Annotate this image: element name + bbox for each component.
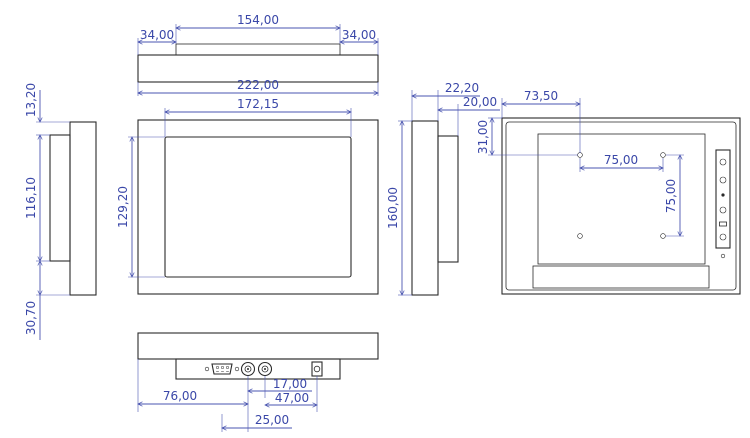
front-bezel — [137, 119, 379, 295]
left-side-back — [49, 134, 71, 262]
dim-vesa-x: 75,00 — [604, 153, 638, 167]
bnc-connector-1 — [240, 361, 256, 377]
rear-mount-plate — [537, 133, 706, 265]
dim-top-right: 34,00 — [342, 28, 376, 42]
button-strip — [715, 149, 731, 249]
top-vent-grille — [175, 43, 341, 56]
dim-left-bottom: 30,70 — [24, 301, 38, 335]
dim-bottom-spacing-3: 25,00 — [255, 413, 289, 427]
front-view: 172,15 129,20 — [116, 97, 379, 295]
dc-jack — [311, 361, 323, 377]
right-side-back — [437, 135, 459, 263]
dim-depth-back: 20,00 — [463, 95, 497, 109]
dim-left-middle: 116,10 — [24, 177, 38, 219]
dim-top-left: 34,00 — [140, 28, 174, 42]
dim-mount-y: 31,00 — [476, 120, 490, 154]
dim-screen-width: 172,15 — [237, 97, 279, 111]
dim-screen-height: 129,20 — [116, 186, 130, 228]
bottom-view-body — [137, 332, 379, 360]
dim-mount-x: 73,50 — [524, 89, 558, 103]
bnc-connector-2 — [257, 361, 273, 377]
rear-button-panel — [715, 149, 731, 259]
vga-connector — [204, 363, 240, 375]
dim-overall-width: 222,00 — [237, 78, 279, 92]
dim-overall-height: 160,00 — [386, 187, 400, 229]
dim-vesa-y: 75,00 — [664, 179, 678, 213]
right-side-view: 160,00 22,20 20,00 — [386, 81, 500, 295]
front-screen — [164, 136, 352, 278]
dim-bottom-spacing-2: 47,00 — [275, 391, 309, 405]
bottom-view: 76,00 17,00 47,00 25,00 — [137, 332, 379, 432]
dim-top-center: 154,00 — [237, 13, 279, 27]
rear-housing-inner — [505, 121, 737, 291]
dim-left-top: 13,20 — [24, 83, 38, 117]
bottom-connector-panel — [175, 358, 341, 380]
rear-view: 73,50 31,00 75,00 75,00 — [476, 89, 741, 295]
rear-vent-grille — [532, 265, 710, 289]
rear-housing-outer — [501, 117, 741, 295]
left-side-view: 13,20 116,10 30,70 — [24, 83, 97, 340]
left-side-body — [69, 121, 97, 296]
dim-depth: 22,20 — [445, 81, 479, 95]
right-side-body — [411, 120, 439, 296]
dim-bottom-spacing-1: 17,00 — [273, 377, 307, 391]
dim-bottom-offset: 76,00 — [163, 389, 197, 403]
top-view: 154,00 34,00 34,00 222,00 — [138, 13, 378, 96]
